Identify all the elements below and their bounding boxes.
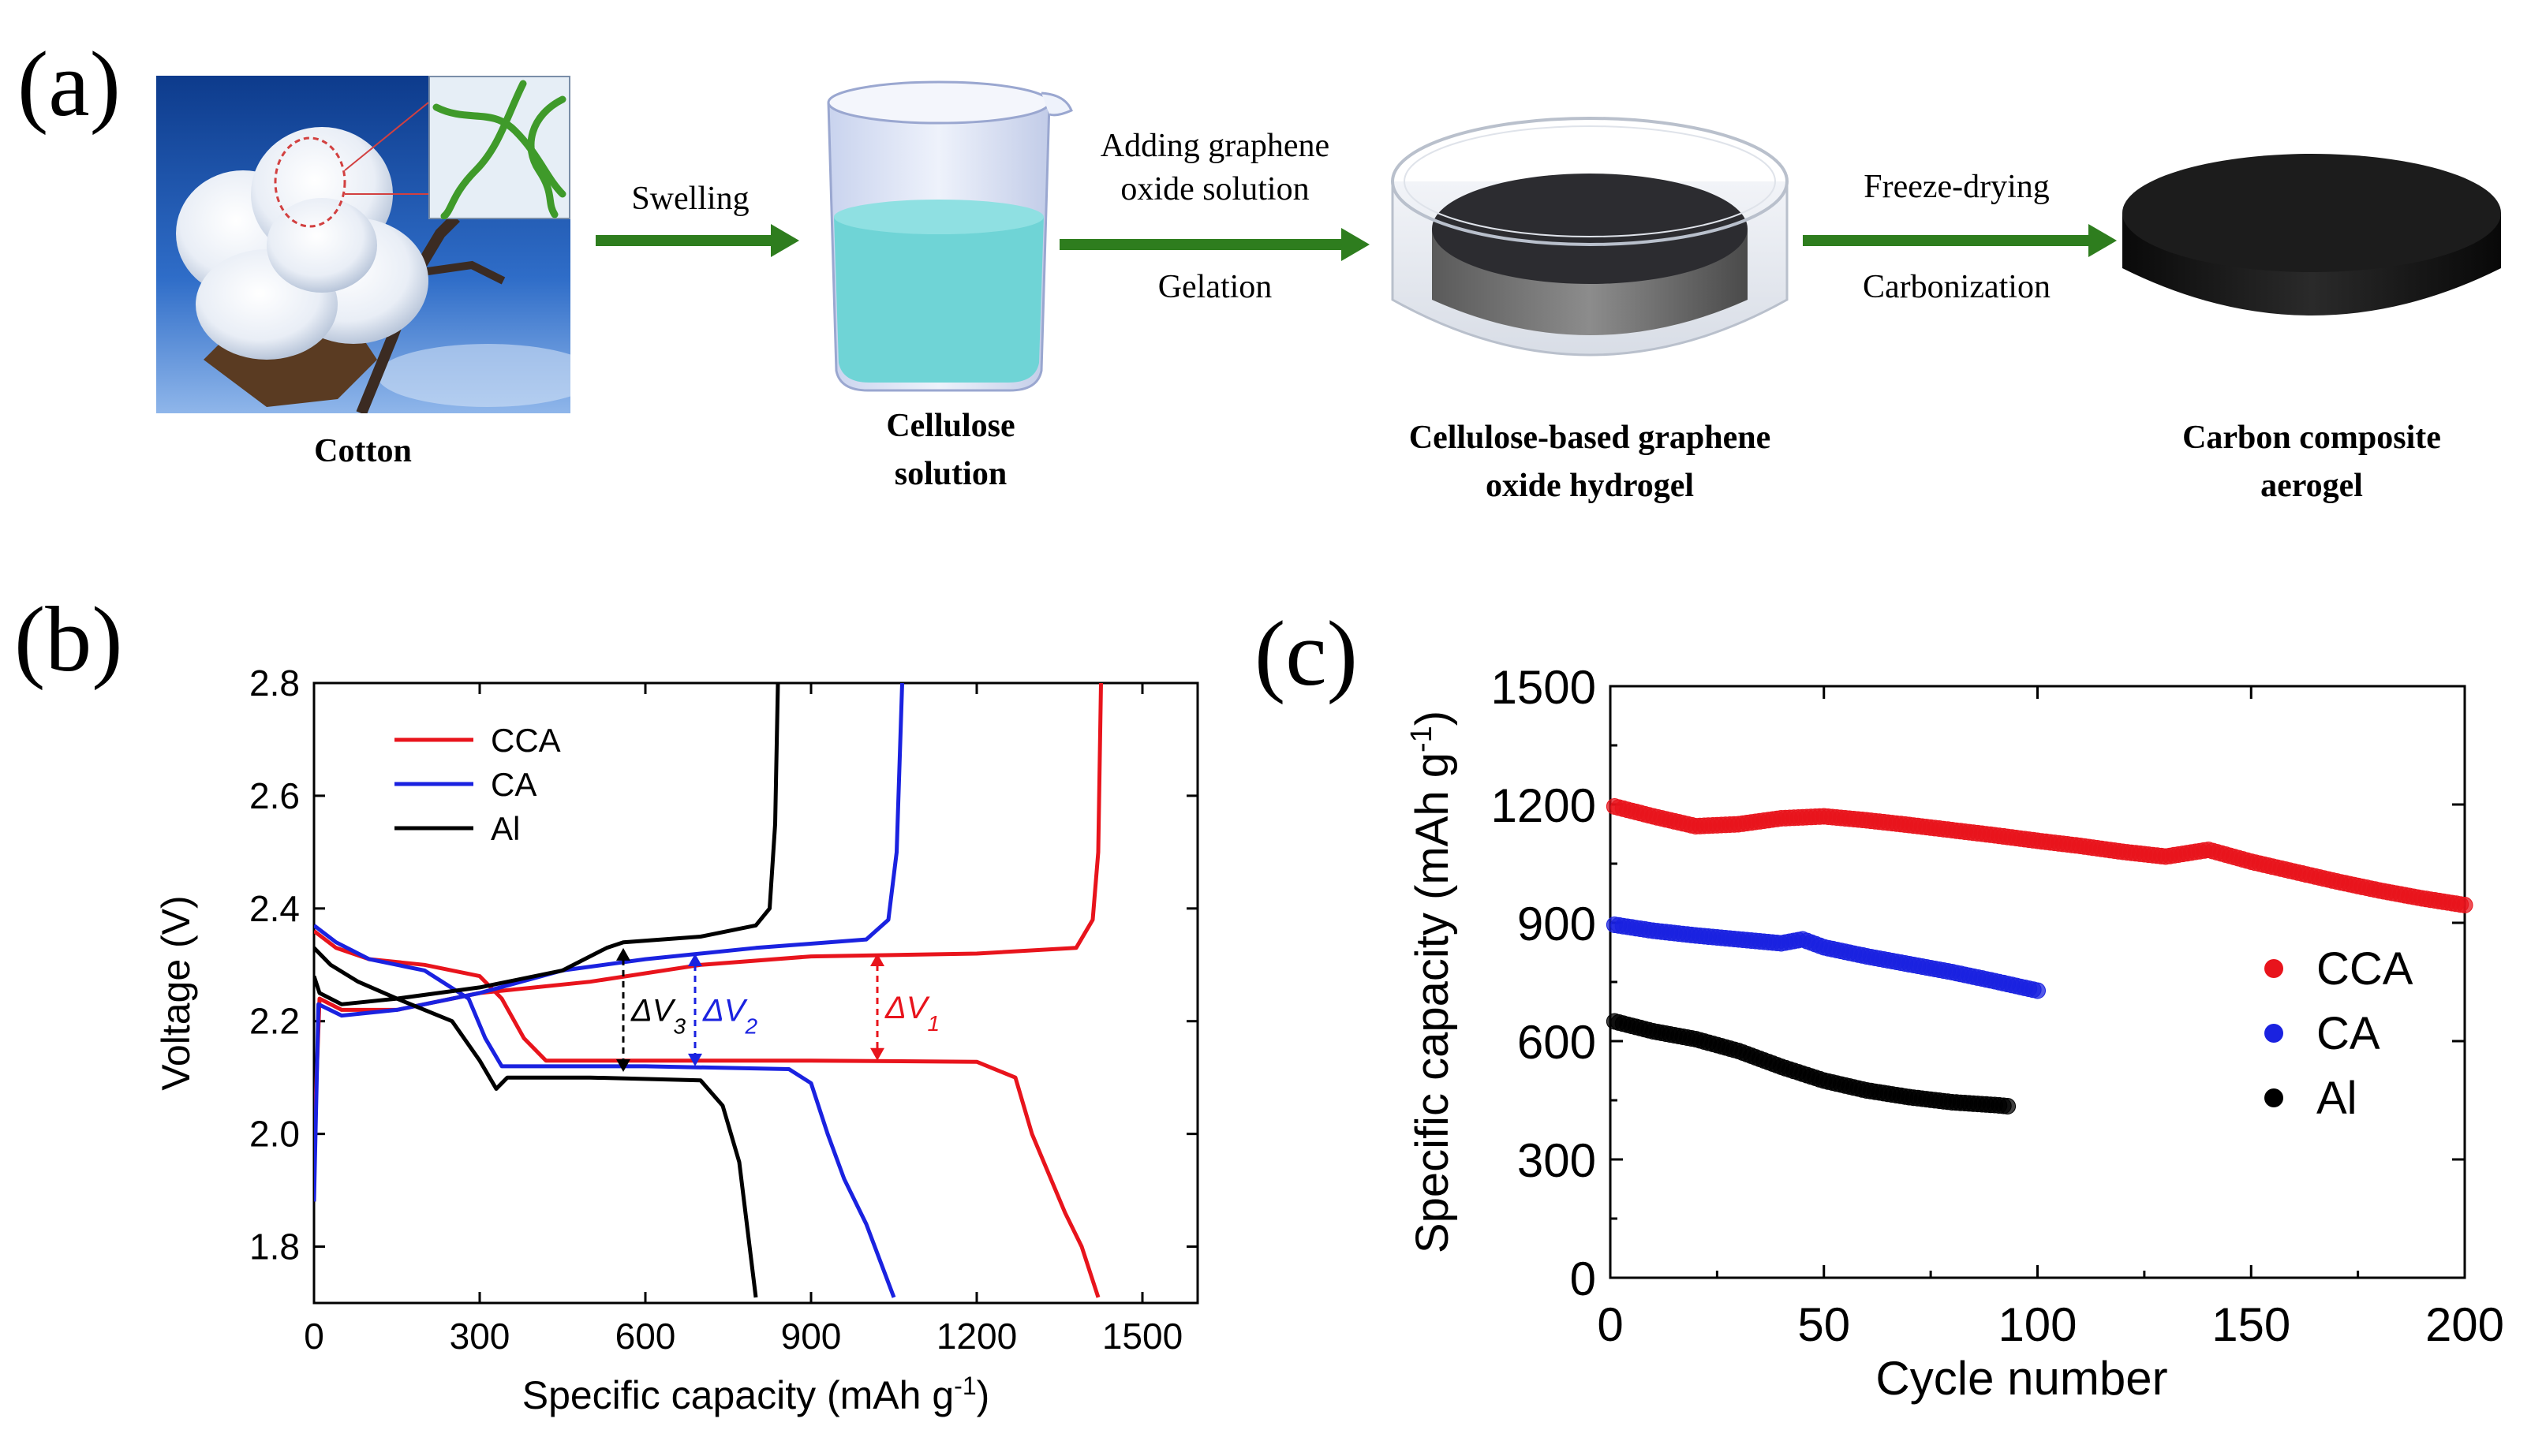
- caption-aerogel: Carbon composite aerogel: [2130, 414, 2493, 510]
- delta-v3-arrow-down: [616, 1059, 630, 1073]
- fiber-strand: [432, 103, 566, 198]
- legend-marker-al: [2264, 1088, 2283, 1107]
- legend-label-ca: CA: [491, 766, 536, 803]
- delta-v1-label: ΔV1: [884, 991, 940, 1036]
- petri-dish-hydrogel: [1391, 117, 1789, 357]
- legend-marker-cca: [2264, 959, 2283, 978]
- x-axis-label: Specific capacity (mAh g-1): [522, 1372, 990, 1417]
- caption-hydrogel-line2: oxide hydrogel: [1485, 467, 1695, 504]
- series-al-charge: [314, 683, 780, 1006]
- step-adding-go: Adding graphene oxide solution: [1049, 125, 1381, 211]
- x-tick-label: 900: [781, 1316, 842, 1357]
- legend-marker-ca: [2264, 1024, 2283, 1043]
- caption-aerogel-line2: aerogel: [2260, 467, 2363, 504]
- y-tick-label: 2.4: [249, 888, 300, 929]
- legend-label-al: Al: [2316, 1073, 2357, 1124]
- y-tick-label: 2.2: [249, 1001, 300, 1042]
- series-ca: [1606, 917, 2046, 999]
- caption-cotton: Cotton: [314, 433, 412, 469]
- y-axis-label: Specific capacity (mAh g-1): [1405, 711, 1458, 1253]
- y-tick-label: 1200: [1491, 779, 1596, 832]
- delta-v3-label: ΔV3: [630, 993, 686, 1038]
- delta-v2-label: ΔV2: [702, 993, 758, 1038]
- x-axis-label: Cycle number: [1875, 1352, 2167, 1405]
- delta-v2-arrow-down: [688, 1053, 702, 1066]
- series-cca: [1606, 798, 2473, 913]
- panel-b-label: (b): [14, 588, 123, 691]
- data-point-cca: [2456, 897, 2473, 913]
- y-tick-label: 600: [1517, 1016, 1596, 1069]
- y-tick-label: 2.0: [249, 1114, 300, 1155]
- caption-hydrogel-line1: Cellulose-based graphene: [1408, 420, 1771, 456]
- plot-frame: [312, 681, 1199, 1305]
- caption-solution-line2: solution: [894, 455, 1008, 492]
- series-al-discharge: [314, 946, 758, 1298]
- x-tick-label: 0: [1597, 1298, 1623, 1351]
- y-tick-label: 1.8: [249, 1226, 300, 1267]
- fiber-strand: [440, 80, 527, 219]
- legend-label-cca: CCA: [491, 722, 561, 759]
- delta-v1-arrow-down: [870, 1047, 884, 1061]
- data-point-ca: [2029, 982, 2046, 999]
- x-tick-label: 0: [304, 1316, 324, 1357]
- panel-a-label: (a): [17, 32, 121, 136]
- step-adding-go-line2: oxide solution: [1120, 170, 1310, 207]
- x-tick-label: 100: [1998, 1298, 2077, 1351]
- panel-c-label: (c): [1254, 602, 1358, 705]
- legend-label-cca: CCA: [2316, 943, 2413, 995]
- x-tick-label: 200: [2425, 1298, 2504, 1351]
- cellulose-fiber-inset: [428, 76, 570, 219]
- delta-v1-arrow-up: [870, 953, 884, 966]
- step-adding-go-line1: Adding graphene: [1100, 128, 1330, 164]
- caption-aerogel-line1: Carbon composite: [2182, 420, 2441, 456]
- y-axis-label: Voltage (V): [154, 895, 198, 1090]
- process-arrow-2: [1060, 228, 1370, 261]
- step-carbonization: Carbonization: [1863, 269, 2051, 305]
- delta-v2-arrow-up: [688, 953, 702, 966]
- fiber-strand: [527, 95, 566, 218]
- series-al: [1606, 1013, 2017, 1114]
- step-swelling: Swelling: [631, 181, 750, 217]
- x-tick-label: 150: [2211, 1298, 2290, 1351]
- legend-label-al: Al: [491, 810, 520, 847]
- caption-solution-line1: Cellulose: [886, 408, 1015, 444]
- series-cca-discharge: [314, 929, 1101, 1298]
- step-gelation: Gelation: [1157, 269, 1273, 305]
- carbon-aerogel-disk: [2122, 154, 2501, 315]
- legend-label-ca: CA: [2316, 1008, 2380, 1059]
- series-ca-discharge: [314, 924, 896, 1298]
- y-tick-label: 1500: [1491, 661, 1596, 714]
- y-tick-label: 300: [1517, 1134, 1596, 1187]
- y-tick-label: 900: [1517, 898, 1596, 950]
- y-tick-label: 2.8: [249, 663, 300, 704]
- step-freeze-drying: Freeze-drying: [1864, 169, 2050, 205]
- y-tick-label: 0: [1570, 1253, 1596, 1305]
- delta-v3-arrow-up: [616, 947, 630, 961]
- process-arrow-3: [1803, 224, 2117, 257]
- data-point-al: [1999, 1098, 2017, 1114]
- x-tick-label: 600: [615, 1316, 676, 1357]
- caption-solution: Cellulose solution: [821, 402, 1081, 498]
- x-tick-label: 300: [450, 1316, 510, 1357]
- x-tick-label: 1200: [937, 1316, 1017, 1357]
- beaker-cellulose-solution: [827, 80, 1073, 392]
- x-tick-label: 50: [1797, 1298, 1850, 1351]
- process-arrow-1: [596, 224, 799, 257]
- y-tick-label: 2.6: [249, 775, 300, 816]
- series-ca-charge: [314, 683, 904, 1202]
- x-tick-label: 1500: [1102, 1316, 1183, 1357]
- caption-hydrogel: Cellulose-based graphene oxide hydrogel: [1333, 414, 1846, 510]
